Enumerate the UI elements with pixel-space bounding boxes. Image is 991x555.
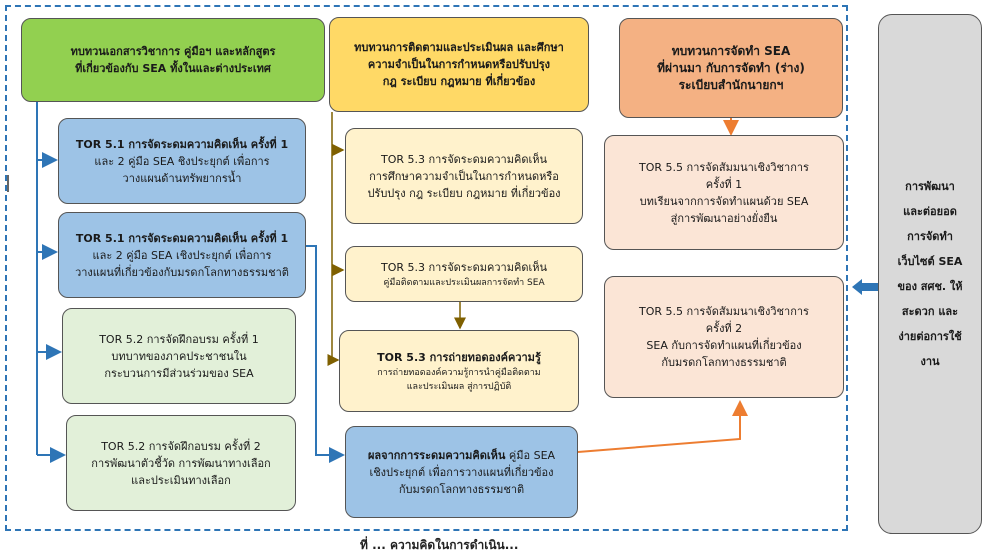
review-sea-line3: ระเบียบสำนักนายกฯ [678, 77, 784, 92]
tor55-seminar2-line3: กับมรดกโลกทางธรรมชาติ [661, 356, 787, 369]
tor51-heritage-box: TOR 5.1 การจัดระดมความคิดเห็น ครั้งที่ 1… [58, 212, 306, 298]
blue-connectors [36, 102, 345, 463]
tor53-knowledge-line2: การถ่ายทอดองค์ความรู้การนำคู่มือติดตาม [377, 367, 541, 378]
tor55-seminar2-head: TOR 5.5 การจัดสัมมนาเชิงวิชาการ [639, 305, 809, 318]
website-line2: และต่อยอด [903, 205, 957, 218]
tor53-knowledge-head: TOR 5.3 การถ่ายทอดองค์ความรู้ [377, 350, 541, 364]
review-monitoring-line2: ความจำเป็นในการกำหนดหรือปรับปรุง [367, 58, 551, 71]
tor51-heritage-line3: วางแผนที่เกี่ยวข้องกับมรดกโลกทางธรรมชาติ [75, 265, 289, 279]
result-head-tail: คู่มือ SEA [505, 448, 556, 462]
review-documents-box: ทบทวนเอกสารวิชาการ คู่มือฯ และหลักสูตร ท… [21, 18, 325, 102]
result-head: ผลจากการระดมความคิดเห็น [367, 448, 506, 462]
website-line3: การจัดทำ [907, 230, 953, 243]
tor55-seminar1-box: TOR 5.5 การจัดสัมมนาเชิงวิชาการ ครั้งที่… [604, 135, 844, 250]
tor51-water-line3: วางแผนด้านทรัพยากรน้ำ [122, 171, 242, 185]
website-line4: เว็บไซต์ SEA [897, 255, 963, 268]
tor52-training2-head: TOR 5.2 การจัดฝึกอบรม ครั้งที่ 2 [101, 439, 261, 453]
tor51-water-box: TOR 5.1 การจัดระดมความคิดเห็น ครั้งที่ 1… [58, 118, 306, 204]
tor53-monitoring-box: TOR 5.3 การจัดระดมความคิดเห็น คู่มือติดต… [345, 246, 583, 302]
tor55-seminar1-line3: สู่การพัฒนาอย่างยั่งยืน [670, 211, 778, 225]
result-line2: เชิงประยุกต์ เพื่อการวางแผนที่เกี่ยวข้อง [369, 465, 554, 479]
tor51-heritage-head: TOR 5.1 การจัดระดมความคิดเห็น ครั้งที่ 1 [75, 231, 289, 245]
brown-connectors [327, 112, 466, 366]
tor53-regulation-line2: การศึกษาความจำเป็นในการกำหนดหรือ [369, 169, 559, 183]
tor55-seminar1-line2: บทเรียนจากการจัดทำแผนด้วย SEA [639, 194, 809, 208]
website-line5: ของ สศช. ให้ [897, 280, 963, 293]
tor53-knowledge-box: TOR 5.3 การถ่ายทอดองค์ความรู้ การถ่ายทอด… [339, 330, 579, 412]
review-monitoring-box: ทบทวนการติดตามและประเมินผล และศึกษา ความ… [329, 17, 589, 112]
website-line8: งาน [920, 355, 940, 368]
figure-caption: ที่ ... ความคิดในการดำเนิน... [360, 538, 519, 552]
tor51-heritage-line2: และ 2 คู่มือ SEA เชิงประยุกต์ เพื่อการ [92, 248, 272, 262]
result-box: ผลจากการระดมความคิดเห็น คู่มือ SEA เชิงป… [345, 426, 578, 518]
tor52-training1-line3: กระบวนการมีส่วนร่วมของ SEA [104, 366, 254, 380]
tor53-regulation-line3: ปรับปรุง กฎ ระเบียบ กฎหมาย ที่เกี่ยวข้อง [367, 186, 561, 200]
tor55-seminar1-round: ครั้งที่ 1 [705, 177, 743, 191]
website-box: การพัฒนา และต่อยอด การจัดทำ เว็บไซต์ SEA… [878, 14, 982, 534]
tor52-training2-line2: การพัฒนาตัวชี้วัด การพัฒนาทางเลือก [91, 456, 271, 470]
website-line6: สะดวก และ [901, 305, 959, 318]
tor55-seminar2-box: TOR 5.5 การจัดสัมมนาเชิงวิชาการ ครั้งที่… [604, 276, 844, 398]
website-line7: ง่ายต่อการใช้ [898, 330, 962, 343]
tor53-monitoring-head: TOR 5.3 การจัดระดมความคิดเห็น [380, 260, 548, 274]
review-sea-box: ทบทวนการจัดทำ SEA ที่ผ่านมา กับการจัดทำ … [619, 18, 843, 118]
tor53-regulation-head: TOR 5.3 การจัดระดมความคิดเห็น [380, 152, 548, 166]
review-monitoring-line1: ทบทวนการติดตามและประเมินผล และศึกษา [354, 41, 564, 54]
tor52-training1-head: TOR 5.2 การจัดฝึกอบรม ครั้งที่ 1 [99, 332, 259, 346]
review-documents-line2: ที่เกี่ยวข้องกับ SEA ทั้งในและต่างประเทศ [75, 62, 271, 75]
process-frame [5, 5, 848, 531]
orange-connectors [577, 118, 748, 453]
website-line1: การพัฒนา [905, 180, 955, 193]
tor52-training1-box: TOR 5.2 การจัดฝึกอบรม ครั้งที่ 1 บทบาทขอ… [62, 308, 296, 404]
result-line3: กับมรดกโลกทางธรรมชาติ [398, 482, 525, 496]
tor51-water-head: TOR 5.1 การจัดระดมความคิดเห็น ครั้งที่ 1 [75, 137, 289, 151]
tor52-training2-line3: และประเมินทางเลือก [131, 473, 231, 487]
review-sea-line1: ทบทวนการจัดทำ SEA [671, 43, 791, 58]
tor52-training1-line2: บทบาทของภาคประชาชนใน [111, 349, 247, 363]
review-sea-line2: ที่ผ่านมา กับการจัดทำ (ร่าง) [657, 60, 805, 75]
tor52-training2-box: TOR 5.2 การจัดฝึกอบรม ครั้งที่ 2 การพัฒน… [66, 415, 296, 511]
review-documents-line1: ทบทวนเอกสารวิชาการ คู่มือฯ และหลักสูตร [70, 45, 276, 58]
tor53-knowledge-line3: และประเมินผล สู่การปฏิบัติ [406, 381, 512, 392]
left-arrow-icon [852, 279, 878, 295]
review-monitoring-line3: กฎ ระเบียบ กฎหมาย ที่เกี่ยวข้อง [382, 75, 536, 88]
tor53-monitoring-line2: คู่มือติดตามและประเมินผลการจัดทำ SEA [383, 277, 545, 288]
tor53-regulation-box: TOR 5.3 การจัดระดมความคิดเห็น การศึกษาคว… [345, 128, 583, 224]
tor55-seminar2-line2: SEA กับการจัดทำแผนที่เกี่ยวข้อง [646, 339, 802, 352]
tor55-seminar1-head: TOR 5.5 การจัดสัมมนาเชิงวิชาการ [639, 160, 809, 174]
tor51-water-line2: และ 2 คู่มือ SEA ชิงประยุกต์ เพื่อการ [94, 154, 270, 168]
tor55-seminar2-round: ครั้งที่ 2 [705, 322, 743, 335]
